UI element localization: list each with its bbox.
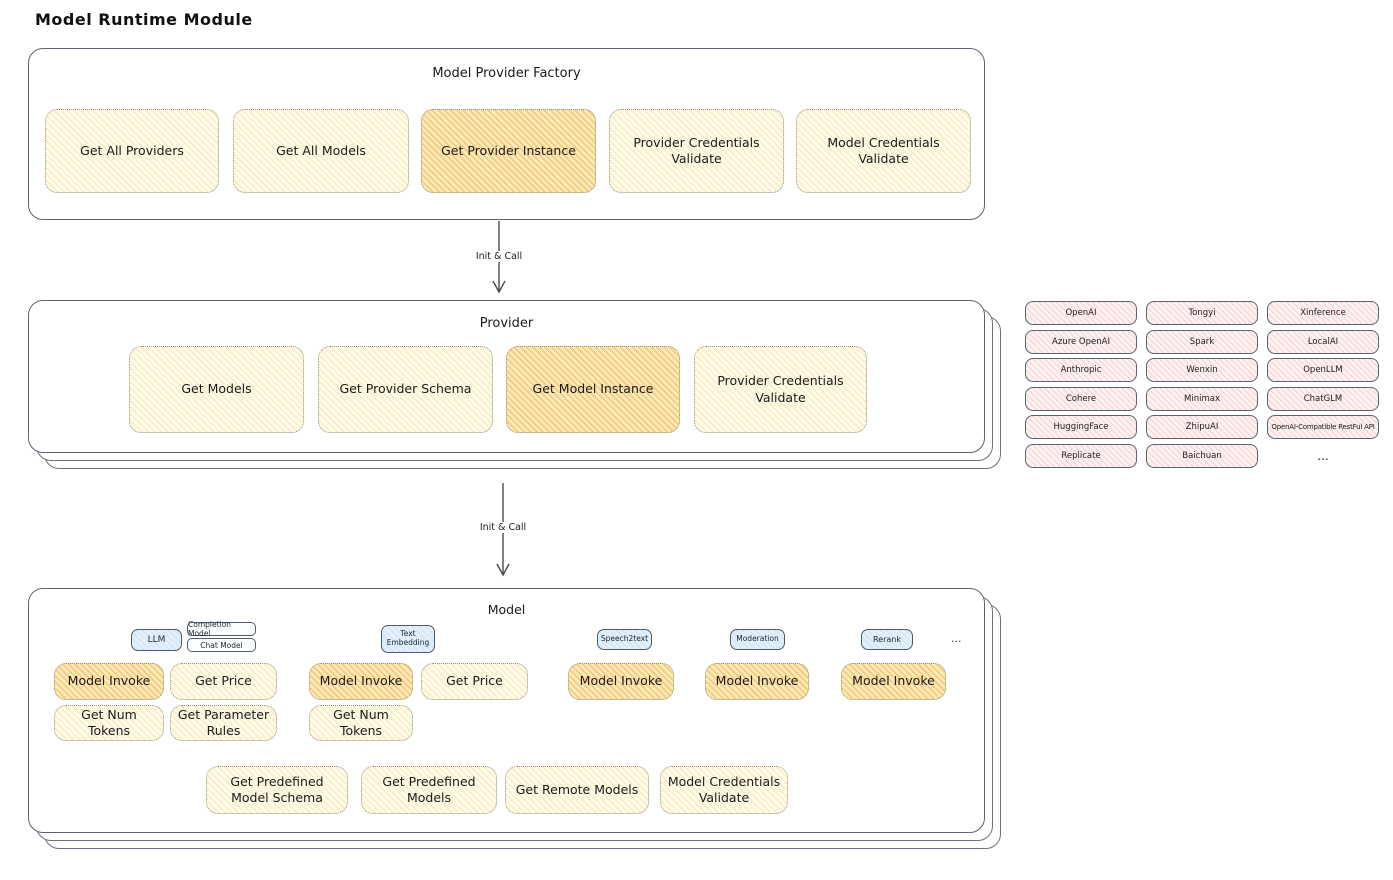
node-get-num-tokens-llm: Get Num Tokens <box>54 705 164 741</box>
node-model-invoke-moderation: Model Invoke <box>705 663 809 700</box>
tag-more-ellipsis: ... <box>951 632 962 645</box>
node-get-num-tokens-text-embedding: Get Num Tokens <box>309 705 413 741</box>
node-get-model-instance: Get Model Instance <box>506 346 680 433</box>
provider-xinference: Xinference <box>1267 301 1379 325</box>
provider-huggingface: HuggingFace <box>1025 415 1137 440</box>
provider-title: Provider <box>479 316 534 331</box>
node-get-provider-instance: Get Provider Instance <box>421 109 596 193</box>
node-get-remote-models: Get Remote Models <box>505 766 649 814</box>
node-get-parameter-rules: Get Parameter Rules <box>170 705 277 741</box>
node-model-invoke-rerank: Model Invoke <box>841 663 946 700</box>
provider-openllm: OpenLLM <box>1267 358 1379 383</box>
node-get-models: Get Models <box>129 346 304 433</box>
arrow-label-init-call-1: Init & Call <box>471 251 527 262</box>
node-get-predefined-models: Get Predefined Models <box>361 766 497 814</box>
tag-rerank: Rerank <box>861 629 913 650</box>
node-get-provider-schema: Get Provider Schema <box>318 346 493 433</box>
node-get-price-llm: Get Price <box>170 663 277 700</box>
tag-text-embedding: Text Embedding <box>381 625 435 653</box>
node-model-credentials-validate-factory: Model Credentials Validate <box>796 109 971 193</box>
node-get-predefined-model-schema: Get Predefined Model Schema <box>206 766 348 814</box>
provider-baichuan: Baichuan <box>1146 443 1258 468</box>
node-get-all-providers: Get All Providers <box>45 109 219 193</box>
node-model-invoke-speech2text: Model Invoke <box>568 663 674 700</box>
tag-chat-model: Chat Model <box>187 638 256 652</box>
provider-wenxin: Wenxin <box>1146 358 1258 383</box>
provider-tongyi: Tongyi <box>1146 301 1258 325</box>
provider-openai-compatible: OpenAI-Compatible RestFul API <box>1267 415 1379 440</box>
provider-replicate: Replicate <box>1025 443 1137 468</box>
provider-azure-openai: Azure OpenAI <box>1025 329 1137 354</box>
provider-box: Provider Get Models Get Provider Schema … <box>28 300 985 453</box>
provider-openai: OpenAI <box>1025 301 1137 325</box>
factory-title: Model Provider Factory <box>432 66 581 81</box>
provider-spark: Spark <box>1146 329 1258 354</box>
provider-more-ellipsis: ... <box>1317 448 1329 463</box>
node-model-credentials-validate: Model Credentials Validate <box>660 766 788 814</box>
node-model-invoke-text-embedding: Model Invoke <box>309 663 413 700</box>
node-provider-credentials-validate-factory: Provider Credentials Validate <box>609 109 784 193</box>
tag-moderation: Moderation <box>730 629 785 650</box>
diagram-title: Model Runtime Module <box>35 10 253 29</box>
provider-localai: LocalAI <box>1267 329 1379 354</box>
factory-box: Model Provider Factory Get All Providers… <box>28 48 985 220</box>
model-box: Model LLM Completion Model Chat Model Te… <box>28 588 985 833</box>
model-title: Model <box>487 602 526 617</box>
node-get-all-models: Get All Models <box>233 109 409 193</box>
provider-cohere: Cohere <box>1025 386 1137 411</box>
tag-llm: LLM <box>131 629 182 651</box>
tag-speech2text: Speech2text <box>597 629 652 650</box>
node-provider-credentials-validate: Provider Credentials Validate <box>694 346 867 433</box>
provider-chatglm: ChatGLM <box>1267 386 1379 411</box>
provider-name-grid: OpenAI Tongyi Xinference Azure OpenAI Sp… <box>1025 301 1379 468</box>
tag-completion-model: Completion Model <box>187 620 256 638</box>
arrow-label-init-call-2: Init & Call <box>475 522 531 533</box>
node-model-invoke-llm: Model Invoke <box>54 663 164 700</box>
provider-anthropic: Anthropic <box>1025 358 1137 383</box>
provider-zhipuai: ZhipuAI <box>1146 415 1258 440</box>
provider-minimax: Minimax <box>1146 386 1258 411</box>
node-get-price-text-embedding: Get Price <box>421 663 528 700</box>
